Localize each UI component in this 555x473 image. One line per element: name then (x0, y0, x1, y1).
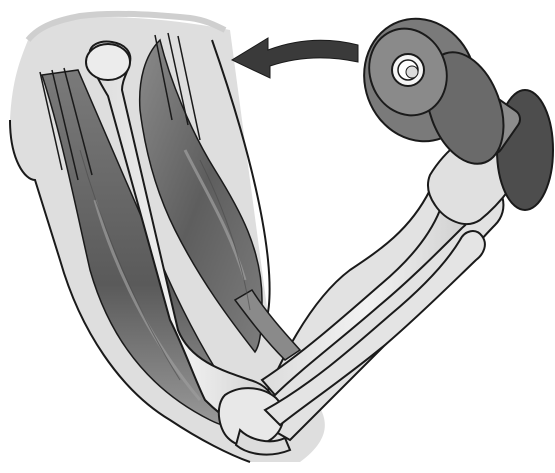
humerus-head (86, 44, 130, 80)
curved-arrow-icon (232, 38, 358, 78)
